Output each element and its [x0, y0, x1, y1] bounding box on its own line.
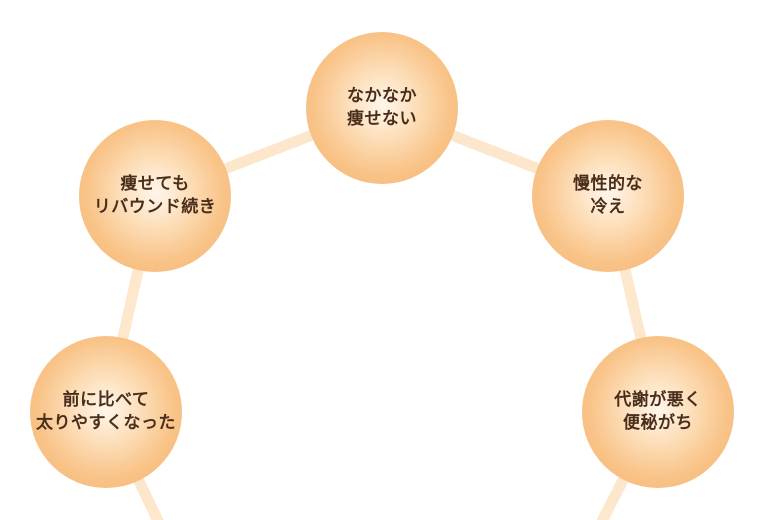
bubble-rebound: 痩せても リバウンド続き — [79, 120, 231, 272]
bubble-gain-weight-easily: 前に比べて 太りやすくなった — [30, 336, 182, 488]
bubble-hard-to-lose-weight: なかなか 痩せない — [306, 32, 458, 184]
bubble-poor-metabolism: 代謝が悪く 便秘がち — [582, 336, 734, 488]
bubble-label: なかなか 痩せない — [347, 86, 417, 129]
bubble-chronic-cold: 慢性的な 冷え — [532, 120, 684, 272]
bubble-label: 代謝が悪く 便秘がち — [614, 390, 702, 433]
bubble-label: 慢性的な 冷え — [573, 174, 643, 217]
bubble-label: 前に比べて 太りやすくなった — [36, 390, 176, 433]
bubble-label: 痩せても リバウンド続き — [93, 174, 217, 217]
